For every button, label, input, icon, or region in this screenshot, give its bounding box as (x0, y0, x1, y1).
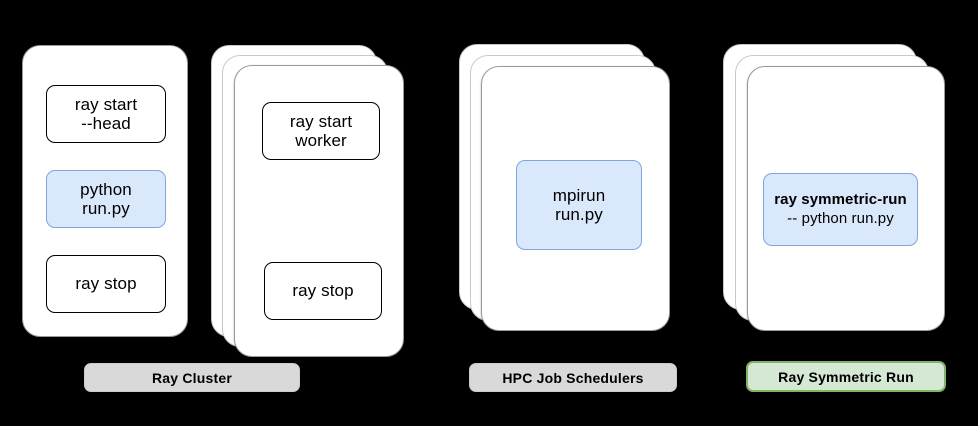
command-line-2: worker (295, 131, 347, 150)
command-line-2: run.py (82, 199, 130, 218)
command-line-1: ray stop (75, 274, 137, 294)
group-label-hpc-job-schedulers: HPC Job Schedulers (469, 363, 677, 392)
command-ray-start-head[interactable]: ray start --head (46, 85, 166, 143)
command-ray-stop-head[interactable]: ray stop (46, 255, 166, 313)
command-ray-stop-worker[interactable]: ray stop (264, 262, 382, 320)
group-label-text: Ray Symmetric Run (778, 368, 914, 385)
command-line-1: python (80, 179, 132, 199)
command-line-1: mpirun (552, 185, 606, 205)
group-label-ray-cluster: Ray Cluster (84, 363, 300, 392)
command-line-2: run.py (555, 205, 603, 224)
group-label-text: HPC Job Schedulers (502, 369, 644, 386)
command-mpirun-run-py[interactable]: mpirun run.py (516, 160, 642, 250)
command-ray-start-worker[interactable]: ray start worker (262, 102, 380, 160)
command-python-run-py[interactable]: python run.py (46, 170, 166, 228)
group-label-ray-symmetric-run: Ray Symmetric Run (746, 361, 946, 392)
command-line-1: ray stop (292, 281, 354, 301)
command-line-2: -- python run.py (787, 209, 894, 227)
command-line-1: ray start (289, 111, 353, 131)
command-ray-symmetric-run[interactable]: ray symmetric-run -- python run.py (763, 173, 918, 246)
command-line-1: ray symmetric-run (774, 190, 907, 208)
command-line-1: ray start (74, 94, 138, 114)
group-label-text: Ray Cluster (151, 369, 232, 386)
command-line-2: --head (81, 114, 131, 133)
